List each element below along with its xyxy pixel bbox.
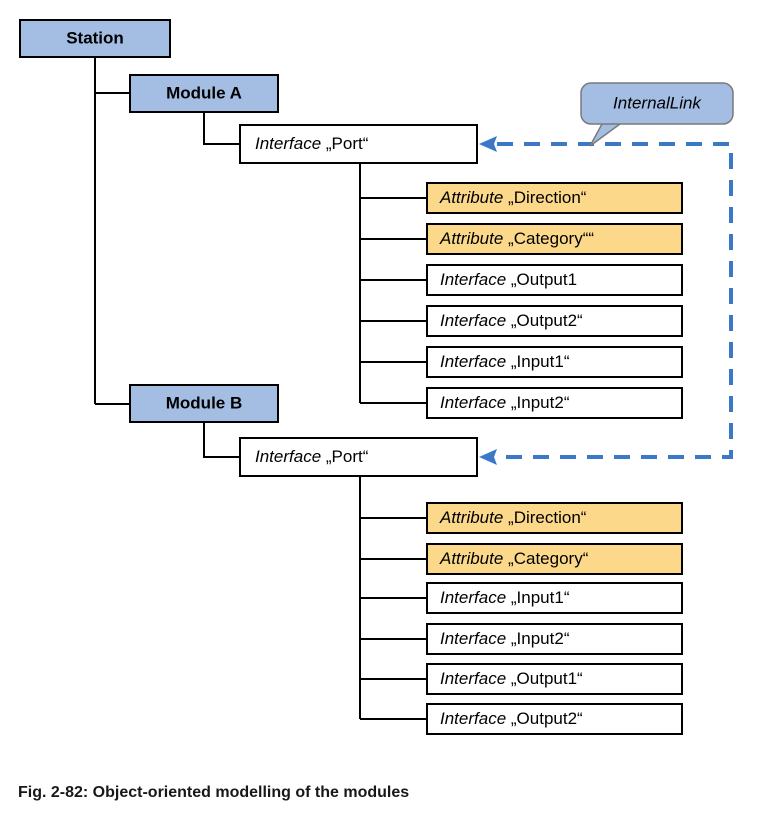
leaf-b-2-label: Attribute „Category“ (439, 549, 589, 568)
leaf-a-1-label: Attribute „Direction“ (439, 188, 587, 207)
leaf-b-5-label: Interface „Output1“ (440, 669, 583, 688)
leaf-a-5[interactable]: Interface „Input1“ (426, 346, 683, 378)
leaf-b-5-box[interactable] (426, 663, 683, 695)
leaf-a-5-name: „Input1“ (511, 352, 570, 371)
node-port-module-b-box[interactable] (239, 437, 478, 477)
leaf-a-3[interactable]: Interface „Output1 (426, 264, 683, 296)
leaf-a-6-keyword: Interface (440, 393, 506, 412)
connector-module-a-port (203, 112, 240, 145)
leaf-b-2-keyword: Attribute (439, 549, 503, 568)
leaf-a-6-box[interactable] (426, 387, 683, 419)
port-a-keyword: Interface (255, 134, 321, 153)
internal-link-arrow-bottom (479, 449, 497, 465)
leaf-b-4[interactable]: Interface „Input2“ (426, 623, 683, 655)
leaf-b-1-name: „Direction“ (508, 508, 587, 527)
node-module-b-box[interactable] (129, 384, 279, 423)
leaf-a-5-label: Interface „Input1“ (440, 352, 570, 371)
leaf-a-2-box[interactable] (426, 223, 683, 255)
callout-label: InternalLink (613, 93, 702, 112)
leaf-b-6-name: „Output2“ (511, 709, 583, 728)
leaf-a-4[interactable]: Interface „Output2“ (426, 305, 683, 337)
internal-link-dashed-path (497, 142, 733, 459)
leaf-a-2-label: Attribute „Category““ (439, 229, 594, 248)
internal-link-callout: InternalLink (580, 82, 734, 147)
leaf-a-1-box[interactable] (426, 182, 683, 214)
leaf-b-2-name: „Category“ (508, 549, 589, 568)
tree-connectors (94, 57, 427, 720)
leaf-b-1-label: Attribute „Direction“ (439, 508, 587, 527)
leaf-b-6[interactable]: Interface „Output2“ (426, 703, 683, 735)
leaf-a-6[interactable]: Interface „Input2“ (426, 387, 683, 419)
node-module-b-label: Module B (166, 393, 243, 412)
leaf-a-3-keyword: Interface (440, 270, 506, 289)
leaf-b-4-label: Interface „Input2“ (440, 629, 570, 648)
leaf-b-3-name: „Input1“ (511, 588, 570, 607)
node-module-a[interactable]: Module A (129, 74, 279, 113)
leaf-a-5-box[interactable] (426, 346, 683, 378)
node-module-a-box[interactable] (129, 74, 279, 113)
connector-module-b-port (203, 422, 240, 458)
leaf-a-2-keyword: Attribute (439, 229, 503, 248)
leaf-b-1-keyword: Attribute (439, 508, 503, 527)
node-port-module-a-label: Interface „Port“ (255, 134, 369, 153)
port-a-name: „Port“ (326, 134, 369, 153)
leaf-b-3-box[interactable] (426, 582, 683, 614)
leaf-b-1-box[interactable] (426, 502, 683, 534)
leaf-a-1-name: „Direction“ (508, 188, 587, 207)
internal-link-arrow-top (479, 136, 497, 152)
leaf-a-3-box[interactable] (426, 264, 683, 296)
port-b-children: Attribute „Direction“ Attribute „Categor… (426, 502, 683, 735)
node-station-label: Station (66, 28, 124, 47)
leaf-b-3[interactable]: Interface „Input1“ (426, 582, 683, 614)
leaf-a-4-name: „Output2“ (511, 311, 583, 330)
leaf-a-4-keyword: Interface (440, 311, 506, 330)
leaf-b-3-label: Interface „Input1“ (440, 588, 570, 607)
leaf-a-1-keyword: Attribute (439, 188, 503, 207)
port-b-name: „Port“ (326, 447, 369, 466)
internal-link-connector (479, 136, 733, 465)
leaf-a-4-label: Interface „Output2“ (440, 311, 583, 330)
node-port-module-a-box[interactable] (239, 124, 478, 164)
figure-caption: Fig. 2-82: Object-oriented modelling of … (18, 784, 410, 801)
leaf-a-6-name: „Input2“ (511, 393, 570, 412)
port-b-keyword: Interface (255, 447, 321, 466)
leaf-b-5-name: „Output1“ (511, 669, 583, 688)
leaf-b-4-box[interactable] (426, 623, 683, 655)
leaf-a-2[interactable]: Attribute „Category““ (426, 223, 683, 255)
node-station-box[interactable] (19, 19, 171, 58)
leaf-a-5-keyword: Interface (440, 352, 506, 371)
leaf-b-2-box[interactable] (426, 543, 683, 575)
node-port-module-b[interactable]: Interface „Port“ (239, 437, 478, 477)
callout-bubble-shape (580, 82, 734, 147)
port-a-children: Attribute „Direction“ Attribute „Categor… (426, 182, 683, 419)
leaf-b-5[interactable]: Interface „Output1“ (426, 663, 683, 695)
leaf-b-1[interactable]: Attribute „Direction“ (426, 502, 683, 534)
node-module-a-label: Module A (166, 83, 242, 102)
node-station[interactable]: Station (19, 19, 171, 58)
leaf-a-1[interactable]: Attribute „Direction“ (426, 182, 683, 214)
leaf-b-6-keyword: Interface (440, 709, 506, 728)
leaf-b-6-box[interactable] (426, 703, 683, 735)
leaf-a-3-name: „Output1 (511, 270, 577, 289)
leaf-b-5-keyword: Interface (440, 669, 506, 688)
leaf-a-2-name: „Category““ (508, 229, 594, 248)
leaf-a-6-label: Interface „Input2“ (440, 393, 570, 412)
leaf-b-6-label: Interface „Output2“ (440, 709, 583, 728)
leaf-b-4-keyword: Interface (440, 629, 506, 648)
node-port-module-b-label: Interface „Port“ (255, 447, 369, 466)
leaf-b-2[interactable]: Attribute „Category“ (426, 543, 683, 575)
leaf-a-3-label: Interface „Output1 (440, 270, 577, 289)
leaf-b-4-name: „Input2“ (511, 629, 570, 648)
leaf-b-3-keyword: Interface (440, 588, 506, 607)
leaf-a-4-box[interactable] (426, 305, 683, 337)
node-module-b[interactable]: Module B (129, 384, 279, 423)
node-port-module-a[interactable]: Interface „Port“ (239, 124, 478, 164)
